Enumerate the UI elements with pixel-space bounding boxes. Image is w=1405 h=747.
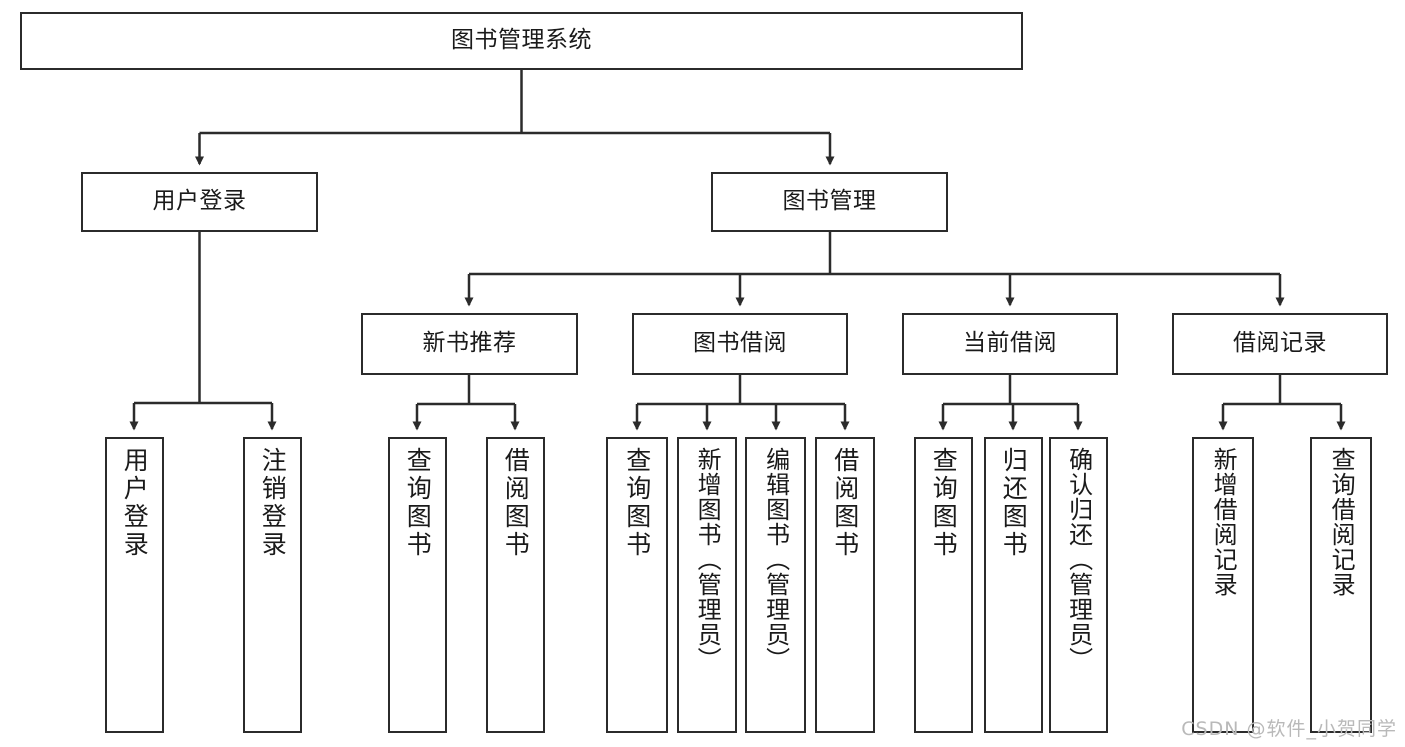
watermark-text: CSDN @软件_小贺同学: [1181, 718, 1397, 740]
node-label: 用户登录: [152, 188, 247, 215]
node-label: 归还图书: [999, 447, 1029, 559]
node-label: 新书推荐: [422, 330, 517, 357]
node-book-manage[interactable]: 图书管理: [711, 172, 948, 232]
node-label: 查询图书: [929, 447, 959, 559]
node-label: 查询借阅记录: [1327, 447, 1356, 597]
node-label: 新增图书（管理员）: [693, 447, 722, 672]
node-label: 确认归还（管理员）: [1064, 447, 1093, 672]
node-label: 注销登录: [258, 447, 288, 559]
node-leaf-query-book-recommend[interactable]: 查询图书: [388, 437, 447, 733]
node-user-login[interactable]: 用户登录: [81, 172, 318, 232]
node-leaf-return-book[interactable]: 归还图书: [984, 437, 1043, 733]
node-leaf-edit-book-admin[interactable]: 编辑图书（管理员）: [745, 437, 806, 733]
node-label: 图书借阅: [693, 330, 787, 357]
node-label: 借阅记录: [1233, 330, 1327, 357]
node-new-book-recommend[interactable]: 新书推荐: [361, 313, 578, 375]
node-root-system[interactable]: 图书管理系统: [20, 12, 1023, 70]
node-leaf-confirm-return-admin[interactable]: 确认归还（管理员）: [1049, 437, 1108, 733]
node-leaf-add-borrow-record[interactable]: 新增借阅记录: [1192, 437, 1254, 733]
node-current-borrow[interactable]: 当前借阅: [902, 313, 1118, 375]
node-label: 图书管理: [782, 188, 877, 215]
node-leaf-add-book-admin[interactable]: 新增图书（管理员）: [677, 437, 737, 733]
node-label: 图书管理系统: [451, 27, 592, 54]
node-label: 新增借阅记录: [1209, 447, 1238, 597]
node-leaf-borrow-book-recommend[interactable]: 借阅图书: [486, 437, 545, 733]
node-label: 查询图书: [622, 447, 652, 559]
node-leaf-query-book-borrow[interactable]: 查询图书: [606, 437, 668, 733]
node-label: 编辑图书（管理员）: [761, 447, 790, 672]
node-borrow-record[interactable]: 借阅记录: [1172, 313, 1388, 375]
node-leaf-logout[interactable]: 注销登录: [243, 437, 302, 733]
node-label: 查询图书: [403, 447, 433, 559]
node-label: 当前借阅: [963, 330, 1057, 357]
node-leaf-query-borrow-record[interactable]: 查询借阅记录: [1310, 437, 1372, 733]
node-book-borrow[interactable]: 图书借阅: [632, 313, 848, 375]
node-leaf-user-login[interactable]: 用户登录: [105, 437, 164, 733]
node-label: 用户登录: [120, 447, 150, 559]
node-label: 借阅图书: [830, 447, 860, 559]
node-leaf-query-book-current[interactable]: 查询图书: [914, 437, 973, 733]
node-leaf-borrow-book[interactable]: 借阅图书: [815, 437, 875, 733]
node-label: 借阅图书: [501, 447, 531, 559]
